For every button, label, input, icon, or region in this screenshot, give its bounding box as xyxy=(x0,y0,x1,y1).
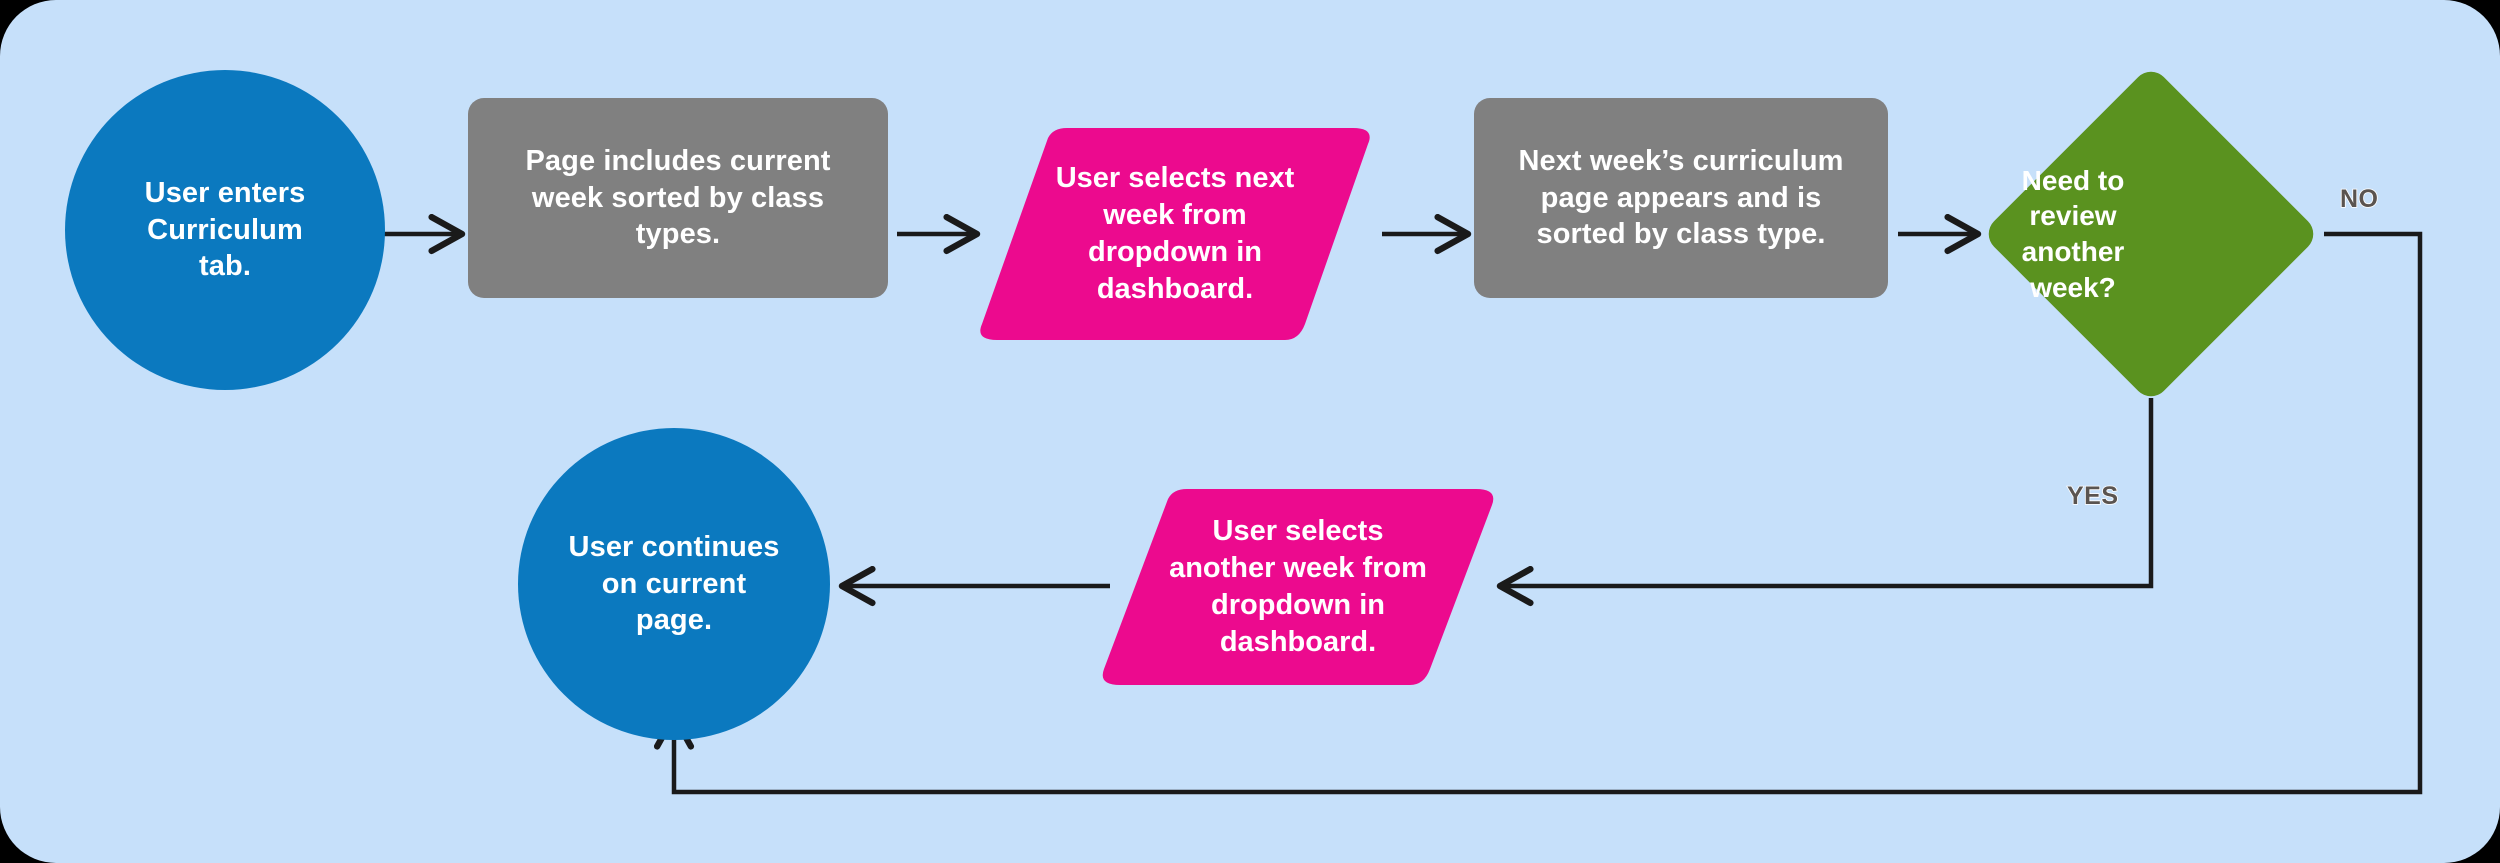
node-continue-current-page[interactable]: User continues on current page. xyxy=(518,428,830,740)
node-next-week-page[interactable]: Next week’s curriculum page appears and … xyxy=(1474,98,1888,298)
connector-yes-path xyxy=(1496,398,2154,607)
node-current-week-page[interactable]: Page includes current week sorted by cla… xyxy=(468,98,888,298)
node-review-another-week-label: Need to review another week? xyxy=(2021,164,2125,303)
node-select-next-week[interactable]: User selects next week from dropdown in … xyxy=(975,128,1375,340)
parallelogram-shape-select-another xyxy=(1102,489,1494,685)
node-select-another-week-label: User selects another week from dropdown … xyxy=(1169,515,1427,658)
node-next-week-page-label: Next week’s curriculum page appears and … xyxy=(1518,144,1844,251)
node-current-week-page-label: Page includes current week sorted by cla… xyxy=(525,144,831,251)
edge-label-no: NO xyxy=(2339,184,2379,214)
node-review-another-week[interactable]: Need to review another week? xyxy=(1981,64,2321,404)
edge-label-yes: YES xyxy=(2066,481,2119,511)
node-continue-current-page-label: User continues on current page. xyxy=(568,530,780,637)
parallelogram-shape-select-next xyxy=(980,128,1370,340)
node-start-label: User enters Curriculum tab. xyxy=(144,176,306,283)
node-select-another-week[interactable]: User selects another week from dropdown … xyxy=(1098,489,1498,685)
node-select-next-week-label: User selects next week from dropdown in … xyxy=(1055,162,1295,305)
node-start[interactable]: User enters Curriculum tab. xyxy=(65,70,385,390)
